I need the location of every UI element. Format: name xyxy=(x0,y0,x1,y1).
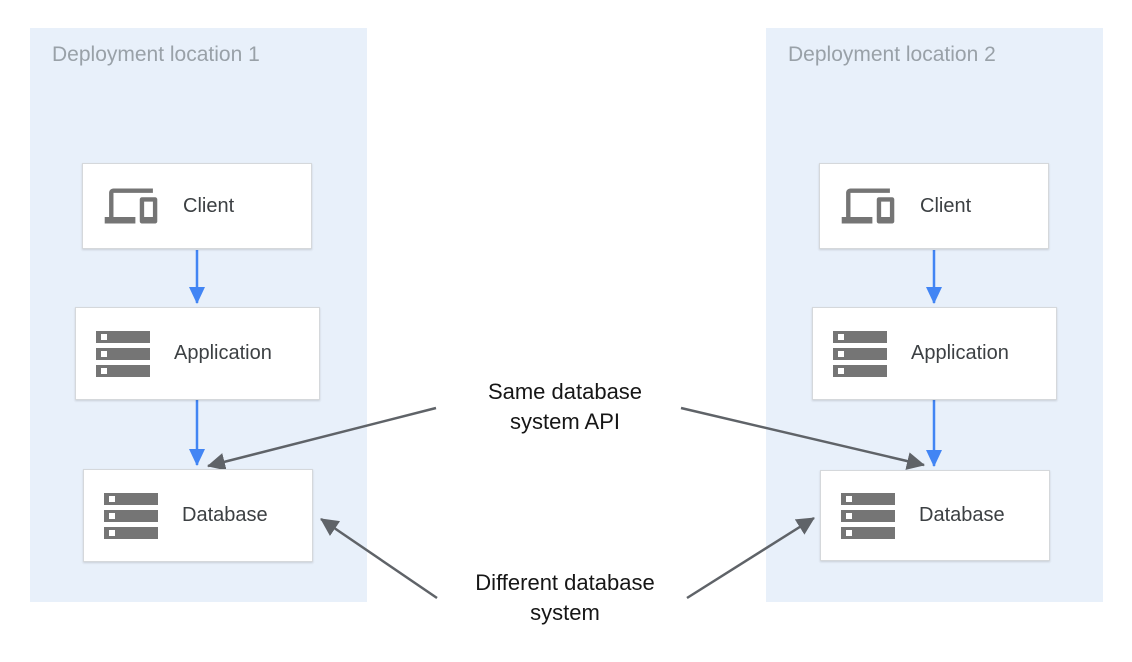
node-label-client-1: Client xyxy=(183,194,235,217)
application-server-stack-icon xyxy=(96,330,150,377)
node-label-client-2: Client xyxy=(920,194,972,217)
database-server-stack-icon xyxy=(104,492,158,539)
annotation-line: system xyxy=(530,600,600,625)
node-label-database-1: Database xyxy=(182,504,268,526)
application-server-stack-icon xyxy=(833,330,887,377)
client-devices-icon xyxy=(840,183,896,229)
node-client-2: Client xyxy=(819,163,1049,249)
panel-title-1: Deployment location 1 xyxy=(52,43,260,66)
annotation-same-database-api: Same database system API xyxy=(425,377,705,437)
annotation-line: system API xyxy=(509,409,621,434)
database-server-stack-icon xyxy=(841,492,895,539)
annotation-line: Same database xyxy=(487,379,643,404)
node-database-2: Database xyxy=(820,470,1050,561)
node-database-1: Database xyxy=(83,469,313,562)
node-application-1: Application xyxy=(75,307,320,400)
annotation-different-database-system: Different database system xyxy=(425,568,705,628)
annotation-line: Different database xyxy=(475,570,655,595)
client-devices-icon xyxy=(103,183,159,229)
node-client-1: Client xyxy=(82,163,312,249)
node-label-database-2: Database xyxy=(919,504,1005,526)
node-label-application-1: Application xyxy=(174,342,272,364)
node-label-application-2: Application xyxy=(911,342,1009,364)
panel-title-2: Deployment location 2 xyxy=(788,43,996,66)
node-application-2: Application xyxy=(812,307,1057,400)
